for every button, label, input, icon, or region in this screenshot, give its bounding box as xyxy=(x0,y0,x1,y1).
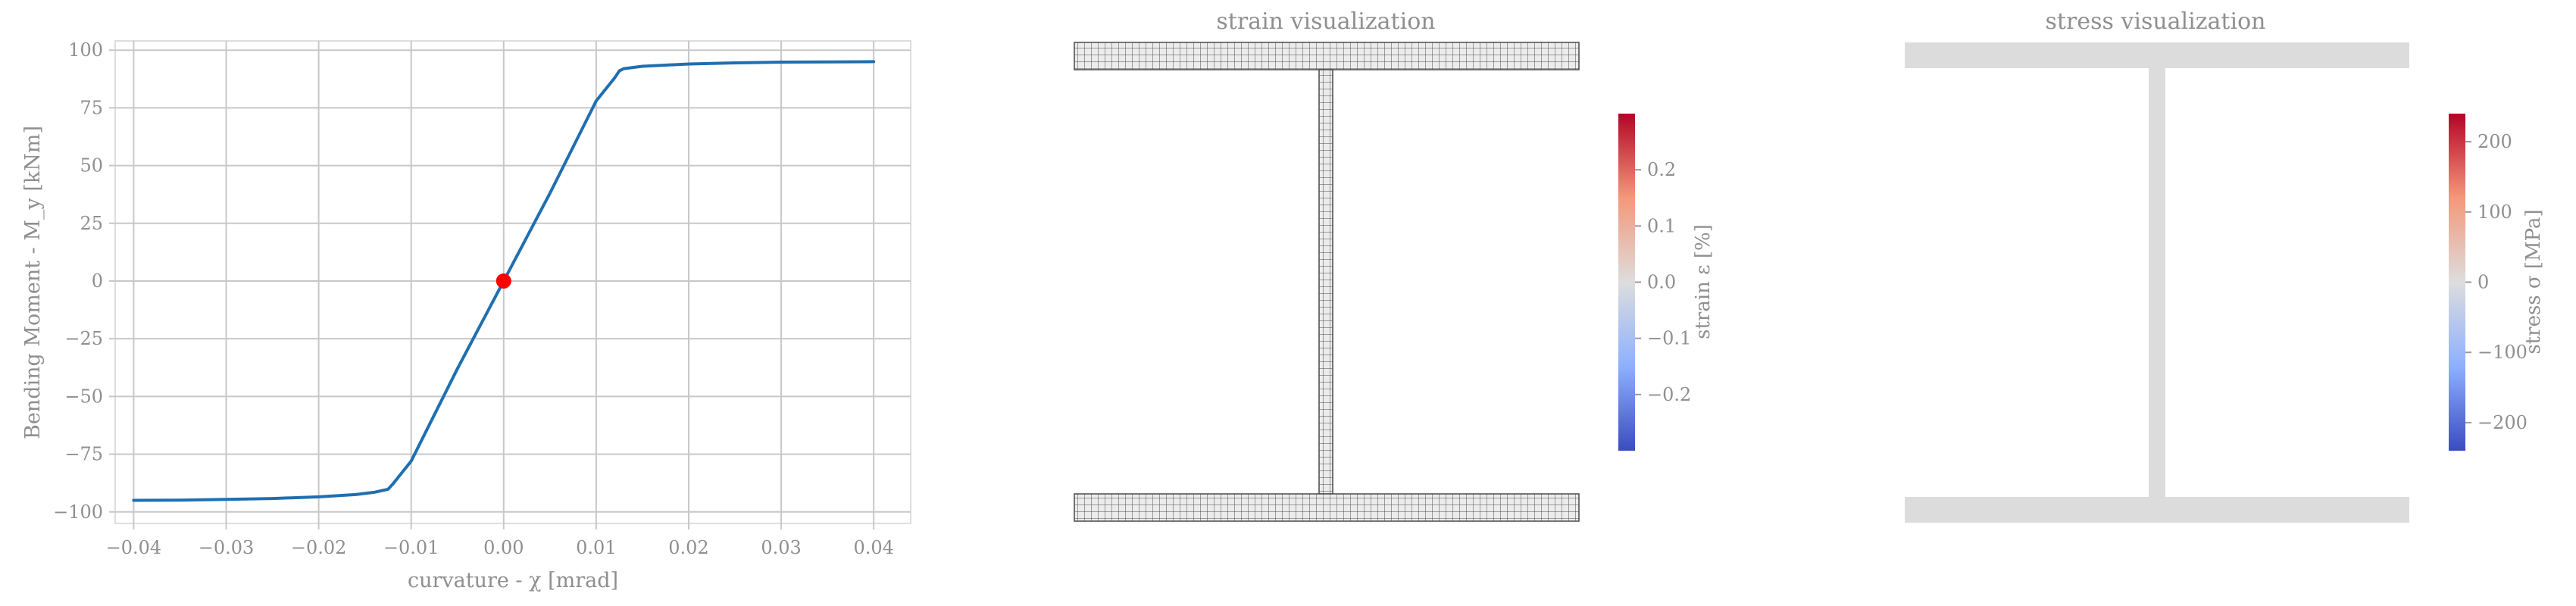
y-tick-label: −50 xyxy=(64,386,103,407)
colorbar-tick-label: 0.1 xyxy=(1647,215,1676,236)
x-axis-label: curvature - χ [mrad] xyxy=(408,569,618,592)
x-tick-label: 0.03 xyxy=(761,537,801,558)
x-tick-label: 0.02 xyxy=(668,537,708,558)
stress-colorbar-label: stress σ [MPa] xyxy=(2522,209,2545,354)
x-tick-label: −0.02 xyxy=(291,537,347,558)
x-tick-label: 0.00 xyxy=(483,537,524,558)
strain-web-mesh xyxy=(1318,69,1333,495)
x-tick-label: −0.03 xyxy=(199,537,255,558)
strain-colorbar xyxy=(1618,114,1635,451)
stress-bottom-flange xyxy=(1905,497,2409,523)
y-tick-label: −100 xyxy=(53,501,103,523)
y-tick-label: 0 xyxy=(92,270,103,292)
stress-colorbar xyxy=(2449,114,2465,451)
colorbar-tick-label: −100 xyxy=(2478,342,2528,363)
stress-visualization-panel: stress visualization 200 100 0 −100 −200 str… xyxy=(1905,8,2545,523)
series-layer xyxy=(132,60,876,502)
strain-colorbar-label: strain ε [%] xyxy=(1692,224,1715,339)
colorbar-tick-label: 0.0 xyxy=(1647,272,1676,293)
y-tick-label: 25 xyxy=(80,213,103,234)
y-tick-label: 50 xyxy=(80,155,103,176)
y-tick-label: −75 xyxy=(64,444,103,465)
strain-bottom-flange-mesh xyxy=(1074,493,1580,522)
stress-title: stress visualization xyxy=(2046,8,2266,35)
chart-grid xyxy=(109,41,911,529)
y-axis-label: Bending Moment - M_y [kNm] xyxy=(21,126,45,439)
y-tick-label: 75 xyxy=(80,97,103,118)
x-tick-label: 0.04 xyxy=(853,537,893,558)
colorbar-tick-label: 0 xyxy=(2478,272,2489,293)
current-state-marker xyxy=(496,273,511,289)
colorbar-tick-label: 100 xyxy=(2478,201,2512,223)
colorbar-tick-label: −200 xyxy=(2478,412,2528,433)
x-tick-label: −0.01 xyxy=(383,537,439,558)
colorbar-tick-label: 0.2 xyxy=(1647,159,1676,180)
plot-frame xyxy=(114,40,911,524)
strain-colorbar-ticks: 0.2 0.1 0.0 −0.1 −0.2 xyxy=(1635,159,1691,405)
stress-top-flange xyxy=(1905,42,2409,68)
strain-title: strain visualization xyxy=(1216,8,1435,35)
y-tick-label: 100 xyxy=(68,39,103,61)
colorbar-tick-label: −0.1 xyxy=(1647,328,1691,349)
strain-top-flange-mesh xyxy=(1074,42,1580,70)
tick-labels: −0.04 −0.03 −0.02 −0.01 0.00 0.01 0.02 0.03 0.04… xyxy=(53,39,894,558)
stress-web xyxy=(2149,68,2165,497)
x-tick-label: 0.01 xyxy=(576,537,616,558)
moment-curvature-chart: −0.04 −0.03 −0.02 −0.01 0.00 0.01 0.02 0.03 0.04… xyxy=(21,39,911,592)
stress-colorbar-ticks: 200 100 0 −100 −200 xyxy=(2465,131,2528,433)
y-tick-label: −25 xyxy=(64,328,103,349)
strain-visualization-panel: strain visualization 0.2 0.1 0.0 −0.1 −0.2 s… xyxy=(1074,8,1715,522)
colorbar-tick-label: 200 xyxy=(2478,131,2512,152)
colorbar-tick-label: −0.2 xyxy=(1647,384,1691,405)
x-tick-label: −0.04 xyxy=(106,537,162,558)
